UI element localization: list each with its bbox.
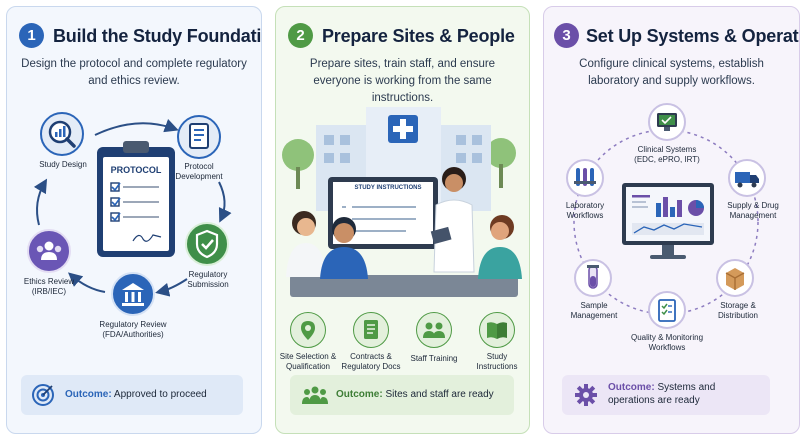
activity-study-instructions: Study Instructions: [476, 352, 518, 371]
step-1-outcome: Outcome: Approved to proceed: [21, 375, 243, 415]
step-2-outcome: Outcome: Sites and staff are ready: [290, 375, 514, 415]
open-book-icon: [479, 312, 515, 348]
outcome-text: Systems and operations are ready: [608, 382, 716, 406]
cycle-protocol-development: Protocol Development: [175, 162, 223, 181]
map-pin-icon: [290, 312, 326, 348]
shield-check-icon: [185, 222, 229, 266]
quality-checklist-icon: [648, 291, 686, 329]
step-number: 2: [288, 23, 313, 48]
workflow-supply-drug: Supply & Drug Management: [727, 201, 779, 220]
monitor-check-icon: [648, 103, 686, 141]
protocol-label: PROTOCOL: [110, 165, 162, 175]
step-3-outcome: Outcome: Systems and operations are read…: [562, 375, 770, 415]
cycle-regulatory-submission: Regulatory Submission: [187, 270, 229, 289]
step-title: Prepare Sites & People: [322, 26, 515, 46]
step-2-panel: 2 Prepare Sites & People Prepare sites, …: [275, 6, 530, 434]
cycle-arrows: [33, 118, 232, 297]
workflow-clinical-systems: Clinical Systems (EDC, ePRO, IRT): [634, 145, 700, 164]
outcome-label: Outcome:: [65, 389, 112, 400]
protocol-clipboard: PROTOCOL: [97, 141, 175, 257]
checklist-icon: [110, 182, 162, 242]
step-title: Set Up Systems & Operations: [586, 26, 799, 46]
study-instructions-screen-title: STUDY INSTRUCTIONS: [354, 185, 422, 191]
cycle-ethics-review: Ethics Review (IRB/IEC): [23, 277, 75, 296]
activity-contracts: Contracts & Regulatory Docs: [341, 352, 401, 371]
gear-icon: [575, 384, 597, 406]
bank-building-icon: [111, 272, 155, 316]
document-icon: [177, 115, 221, 159]
magnifier-chart-icon: [40, 112, 84, 156]
outcome-label: Outcome:: [608, 382, 655, 393]
people-group-icon: [27, 229, 71, 273]
contract-document-icon: [353, 312, 389, 348]
step-1-panel: 1 Build the Study Foundation Design the …: [6, 6, 262, 434]
workflow-laboratory: Laboratory Workflows: [565, 201, 605, 220]
training-people-icon: [416, 312, 452, 348]
hospital-training-illustration: [282, 107, 522, 297]
test-tube-icon: [574, 259, 612, 297]
step-number: 3: [554, 23, 579, 48]
activity-site-selection: Site Selection & Qualification: [279, 352, 337, 371]
outcome-text: Sites and staff are ready: [385, 389, 494, 400]
step-description: Design the protocol and complete regulat…: [21, 58, 247, 87]
workflow-quality-monitoring: Quality & Monitoring Workflows: [630, 333, 704, 352]
step-3-panel: 3 Set Up Systems & Operations Configure …: [543, 6, 800, 434]
team-icon: [302, 386, 328, 404]
workflow-sample-management: Sample Management: [570, 301, 618, 320]
step-description: Configure clinical systems, establish la…: [579, 58, 764, 87]
outcome-text: Approved to proceed: [113, 389, 207, 400]
workflow-ring: [573, 129, 759, 315]
step-description: Prepare sites, train staff, and ensure e…: [309, 58, 496, 104]
workflow-storage-distribution: Storage & Distribution: [717, 301, 758, 320]
cycle-study-design: Study Design: [39, 160, 87, 169]
outcome-label: Outcome:: [336, 389, 383, 400]
storage-box-icon: [716, 259, 754, 297]
lab-tubes-icon: [566, 159, 604, 197]
delivery-truck-icon: [728, 159, 766, 197]
cycle-regulatory-review: Regulatory Review (FDA/Authorities): [99, 320, 167, 339]
step-title: Build the Study Foundation: [53, 26, 262, 46]
activity-staff-training: Staff Training: [410, 354, 458, 363]
target-icon: [32, 384, 54, 406]
dashboard-monitor-icon: [622, 183, 714, 259]
step-number: 1: [19, 23, 44, 48]
